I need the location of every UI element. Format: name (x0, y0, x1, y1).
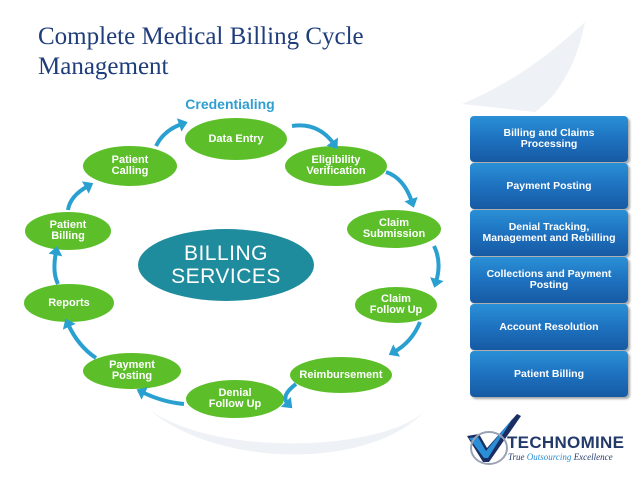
cycle-node-label-patient-calling: Patient Calling (111, 154, 149, 177)
billing-services-center-ellipse (138, 229, 314, 301)
service-billing-claims-processing: Billing and Claims Processing (470, 116, 628, 162)
cycle-node-label-eligibility-verification: Eligibility Verification (306, 154, 366, 177)
cycle-node-label-reimbursement: Reimbursement (299, 368, 383, 381)
service-denial-tracking: Denial Tracking, Management and Rebillin… (470, 210, 628, 256)
service-label: Denial Tracking, Management and Rebillin… (482, 221, 616, 244)
cycle-node-claim-submission (345, 208, 443, 250)
cycle-arrow-2 (385, 170, 414, 203)
cycle-arrowhead-8 (48, 246, 63, 257)
cycle-arrow-3 (432, 245, 441, 283)
billing-services-center-label: BILLING SERVICES (171, 242, 281, 288)
cycle-node-data-entry (183, 116, 289, 162)
cycle-arrowhead-5 (280, 396, 293, 409)
service-collections-payment-posting: Collections and Payment Posting (470, 257, 628, 303)
logo-name: TECHNOMINE (507, 433, 625, 452)
technomine-logo-icon (467, 414, 521, 465)
cycle-arrow-1 (291, 123, 336, 146)
cycle-node-label-reports: Reports (48, 296, 90, 309)
cycle-arrowhead-1 (326, 137, 338, 149)
cycle-arrowhead-9 (81, 181, 94, 194)
cycle-arrow-6 (141, 390, 185, 406)
cycle-node-label-claim-follow-up: Claim Follow Up (369, 293, 423, 316)
cycle-node-label-patient-billing: Patient Billing (49, 219, 87, 242)
cycle-arrowhead-3 (430, 277, 444, 288)
service-payment-posting: Payment Posting (470, 163, 628, 209)
cycle-node-label-claim-submission: Claim Submission (362, 217, 426, 240)
cycle-arrowhead-7 (62, 318, 76, 330)
cycle-arrowhead-4 (388, 344, 401, 357)
service-label: Payment Posting (506, 179, 592, 192)
cycle-node-claim-follow-up (353, 285, 439, 325)
cycle-node-patient-billing (23, 210, 113, 252)
service-label: Patient Billing (513, 367, 584, 380)
service-label: Billing and Claims Processing (503, 127, 595, 150)
logo-tagline: True Outsourcing Excellence (508, 452, 613, 462)
cycle-node-label-data-entry: Data Entry (208, 132, 264, 145)
cycle-arrow-8 (52, 251, 60, 285)
service-label: Account Resolution (499, 320, 599, 333)
cycle-arrowhead-2 (404, 196, 418, 208)
cycle-arrow-4 (392, 321, 422, 354)
cycle-arrow-7 (66, 323, 98, 360)
cycle-node-label-payment-posting: Payment Posting (109, 359, 155, 382)
cycle-node-payment-posting (81, 351, 183, 391)
cycle-node-reimbursement (288, 355, 394, 395)
credentialing-label: Credentialing (185, 96, 275, 112)
slide-title: Complete Medical Billing Cycle Managemen… (38, 23, 364, 80)
cycle-arrow-9 (66, 184, 89, 211)
service-account-resolution: Account Resolution (470, 304, 628, 350)
cycle-arrowhead-6 (136, 387, 148, 400)
service-patient-billing: Patient Billing (470, 351, 628, 397)
cycle-node-patient-calling (81, 144, 179, 188)
cycle-arrowhead-10 (176, 118, 188, 132)
cycle-arrow-10 (154, 122, 183, 147)
cycle-node-label-denial-follow-up: Denial Follow Up (208, 387, 262, 410)
service-label: Collections and Payment Posting (486, 268, 612, 291)
services-list: Billing and Claims Processing Payment Po… (470, 116, 628, 398)
